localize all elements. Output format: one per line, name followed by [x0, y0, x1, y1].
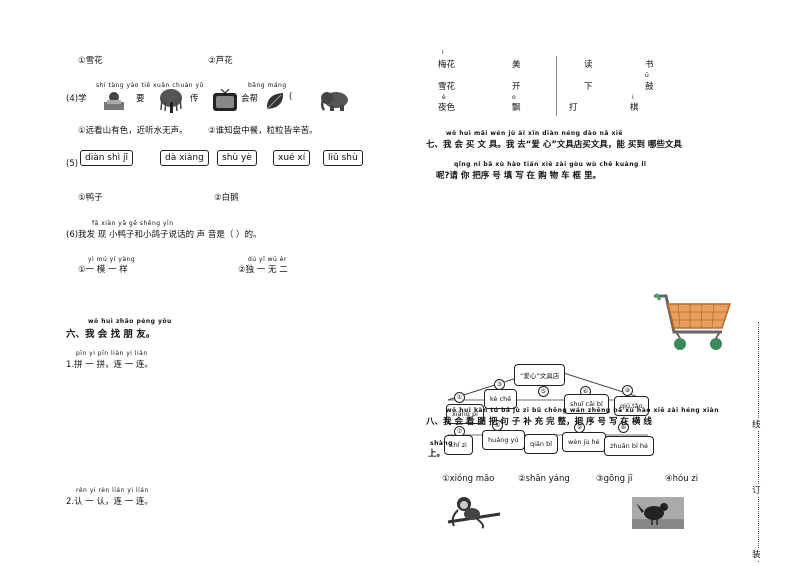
animal-option-3: ③gōng jī [596, 474, 633, 484]
q4-pinyin-2: bāng máng [248, 82, 287, 89]
shop-diagram: “爱心”文具店 ③ kè chě ⑤ ⑥ shuǐ cǎi bǐ ⑨ qiú t… [438, 360, 658, 460]
pinyin-box-1: diàn shì jī [80, 150, 134, 166]
q4-word-2: 传 [190, 94, 199, 104]
item-9-card: qiú tǎo [614, 396, 649, 416]
rooster-picture [632, 497, 684, 529]
item-8-number: ⑧ [618, 422, 629, 433]
shop-sign: “爱心”文具店 [514, 364, 566, 386]
pinyin-box-3: shù yè [217, 150, 257, 166]
sec7-line-2: 呢?请 你 把序 号 填 写 在 购 物 车 框 里。 [436, 171, 601, 181]
q6-pinyin: fā xiàn yā gē shēng yīn [92, 220, 174, 227]
item-3-card: kè chě [484, 389, 518, 409]
reading-child-picture [103, 90, 125, 112]
binding-char-top: 线 [752, 418, 761, 430]
right-row3-c3: 打 [569, 103, 578, 113]
q5-option-2: ②白鹅 [214, 193, 239, 203]
item-2-card: wén jù hé [562, 432, 606, 452]
right-row3-pinyin: è [442, 94, 447, 101]
q5-option-1: ①鸭子 [78, 193, 103, 203]
q4-word-3: 会帮 [241, 94, 259, 104]
right-row3-c4: 棋 [630, 103, 639, 113]
q4-pinyin: shí tàng yào tiē xuǎn chuán yǔ [96, 82, 204, 89]
q6-option-2: ②独 一 无 二 [238, 265, 288, 275]
q4-label: (4)学 [66, 94, 87, 104]
right-row2-c1: 雪花 [438, 82, 456, 92]
q6-option-1: ①一 模 一 样 [78, 265, 128, 275]
q4-word-1: 要 [136, 94, 145, 104]
right-row1-c1: 梅花 [438, 60, 456, 70]
item-pencil-card: qiān bǐ [524, 434, 559, 454]
sec6-sub2: 2.认 一 认，连 一 连。 [66, 497, 153, 507]
right-row2-c4: 鼓 [645, 82, 654, 92]
animal-option-2: ②shān yáng [518, 474, 570, 484]
poem-1: ①远看山有色，近听水无声。 [78, 126, 188, 136]
q5-label: (5) [66, 159, 79, 169]
right-row1-c2: 美 [512, 60, 521, 70]
television-picture [212, 88, 238, 113]
q4-paren: ( [289, 92, 293, 102]
q6-option-2-pinyin: dú yī wú èr [248, 256, 287, 263]
sec8-line-2-pinyin: shàng [430, 440, 453, 447]
willow-tree-picture [158, 88, 184, 114]
sec7-line-1: 七、我 会 买 文 具。我 去“爱 心”文具店买文具，能 买到 哪些文具 [426, 140, 682, 150]
right-row1-pinyin: i [442, 49, 445, 56]
sec6-sub1: 1.拼 一 拼，连 一 连。 [66, 360, 153, 370]
sec6-title: 六、我 会 找 朋 友。 [66, 329, 156, 340]
item-5-number: ⑤ [538, 386, 549, 397]
item-1-number: ① [454, 392, 465, 403]
item-8-card: zhuān bǐ hé [604, 436, 654, 456]
item-9-number: ⑨ [622, 385, 633, 396]
q6-option-1-pinyin: yì mú yí yàng [88, 256, 136, 263]
pinyin-box-5: liǔ shù [323, 150, 363, 166]
shopping-cart-picture [652, 292, 734, 354]
sec8-line-2: 上。 [428, 449, 446, 459]
right-row1-c4: 书 [645, 60, 654, 70]
q3-option-2: ②芦花 [208, 56, 233, 66]
sec7-pinyin-2: qǐng nǐ bǎ xù hào tián xiě zài gòu wù ch… [454, 161, 647, 168]
right-row3-c2: 飘 [512, 103, 521, 113]
sec6-pinyin: wǒ huì zhǎo péng yǒu [88, 318, 172, 325]
elephant-picture [320, 90, 350, 112]
right-row2-pinyin: ū [645, 72, 650, 79]
item-7-card: chǐ zi [444, 435, 473, 455]
binding-line [758, 322, 759, 562]
sec6-sub1-pinyin: pīn yi pīn lián yi lián [76, 350, 148, 357]
item-4-card: huáng yú [482, 430, 525, 450]
monkey-picture [446, 492, 502, 530]
animal-option-1: ①xióng māo [442, 474, 495, 484]
right-row2-c3: 下 [584, 82, 593, 92]
sec8-pinyin: wǒ huì kàn tú bǎ jù zi bǔ chōng wán zhěn… [446, 407, 719, 414]
right-row2-c2: 开 [512, 82, 521, 92]
right-row3-mark-o: o [512, 94, 517, 101]
q3-option-1: ①雪花 [78, 56, 103, 66]
column-divider [556, 56, 557, 116]
binding-char-bottom: 装 [752, 548, 761, 560]
pinyin-box-2: dà xiàng [160, 150, 209, 166]
item-1-card: xiàng pí [446, 404, 484, 424]
sec8-line-1: 八、我 会 看 图 把 句 子 补 充 完 整，把 序 号 写 在 横 线 [426, 417, 652, 427]
item-6-card: shuǐ cǎi bǐ [564, 394, 609, 414]
right-row3-mark-i: i [632, 94, 635, 101]
right-row1-c3: 读 [584, 60, 593, 70]
leaf-picture [264, 90, 286, 112]
q6-text: (6)我发 现 小鸭子和小鸽子说话的 声 音是（ ）的。 [66, 230, 262, 240]
poem-2: ②谁知盘中餐，粒粒皆辛苦。 [208, 126, 318, 136]
animal-option-4: ④hóu zi [665, 474, 699, 484]
sec6-sub2-pinyin: rèn yi rèn lián yi lián [76, 487, 149, 494]
pinyin-box-4: xué xí [273, 150, 311, 166]
binding-char-mid: 订 [752, 484, 761, 496]
sec7-pinyin-1: wǒ huì mǎi wén jù ài xīn diàn néng dào n… [446, 130, 623, 137]
right-row3-c1: 夜色 [438, 103, 456, 113]
